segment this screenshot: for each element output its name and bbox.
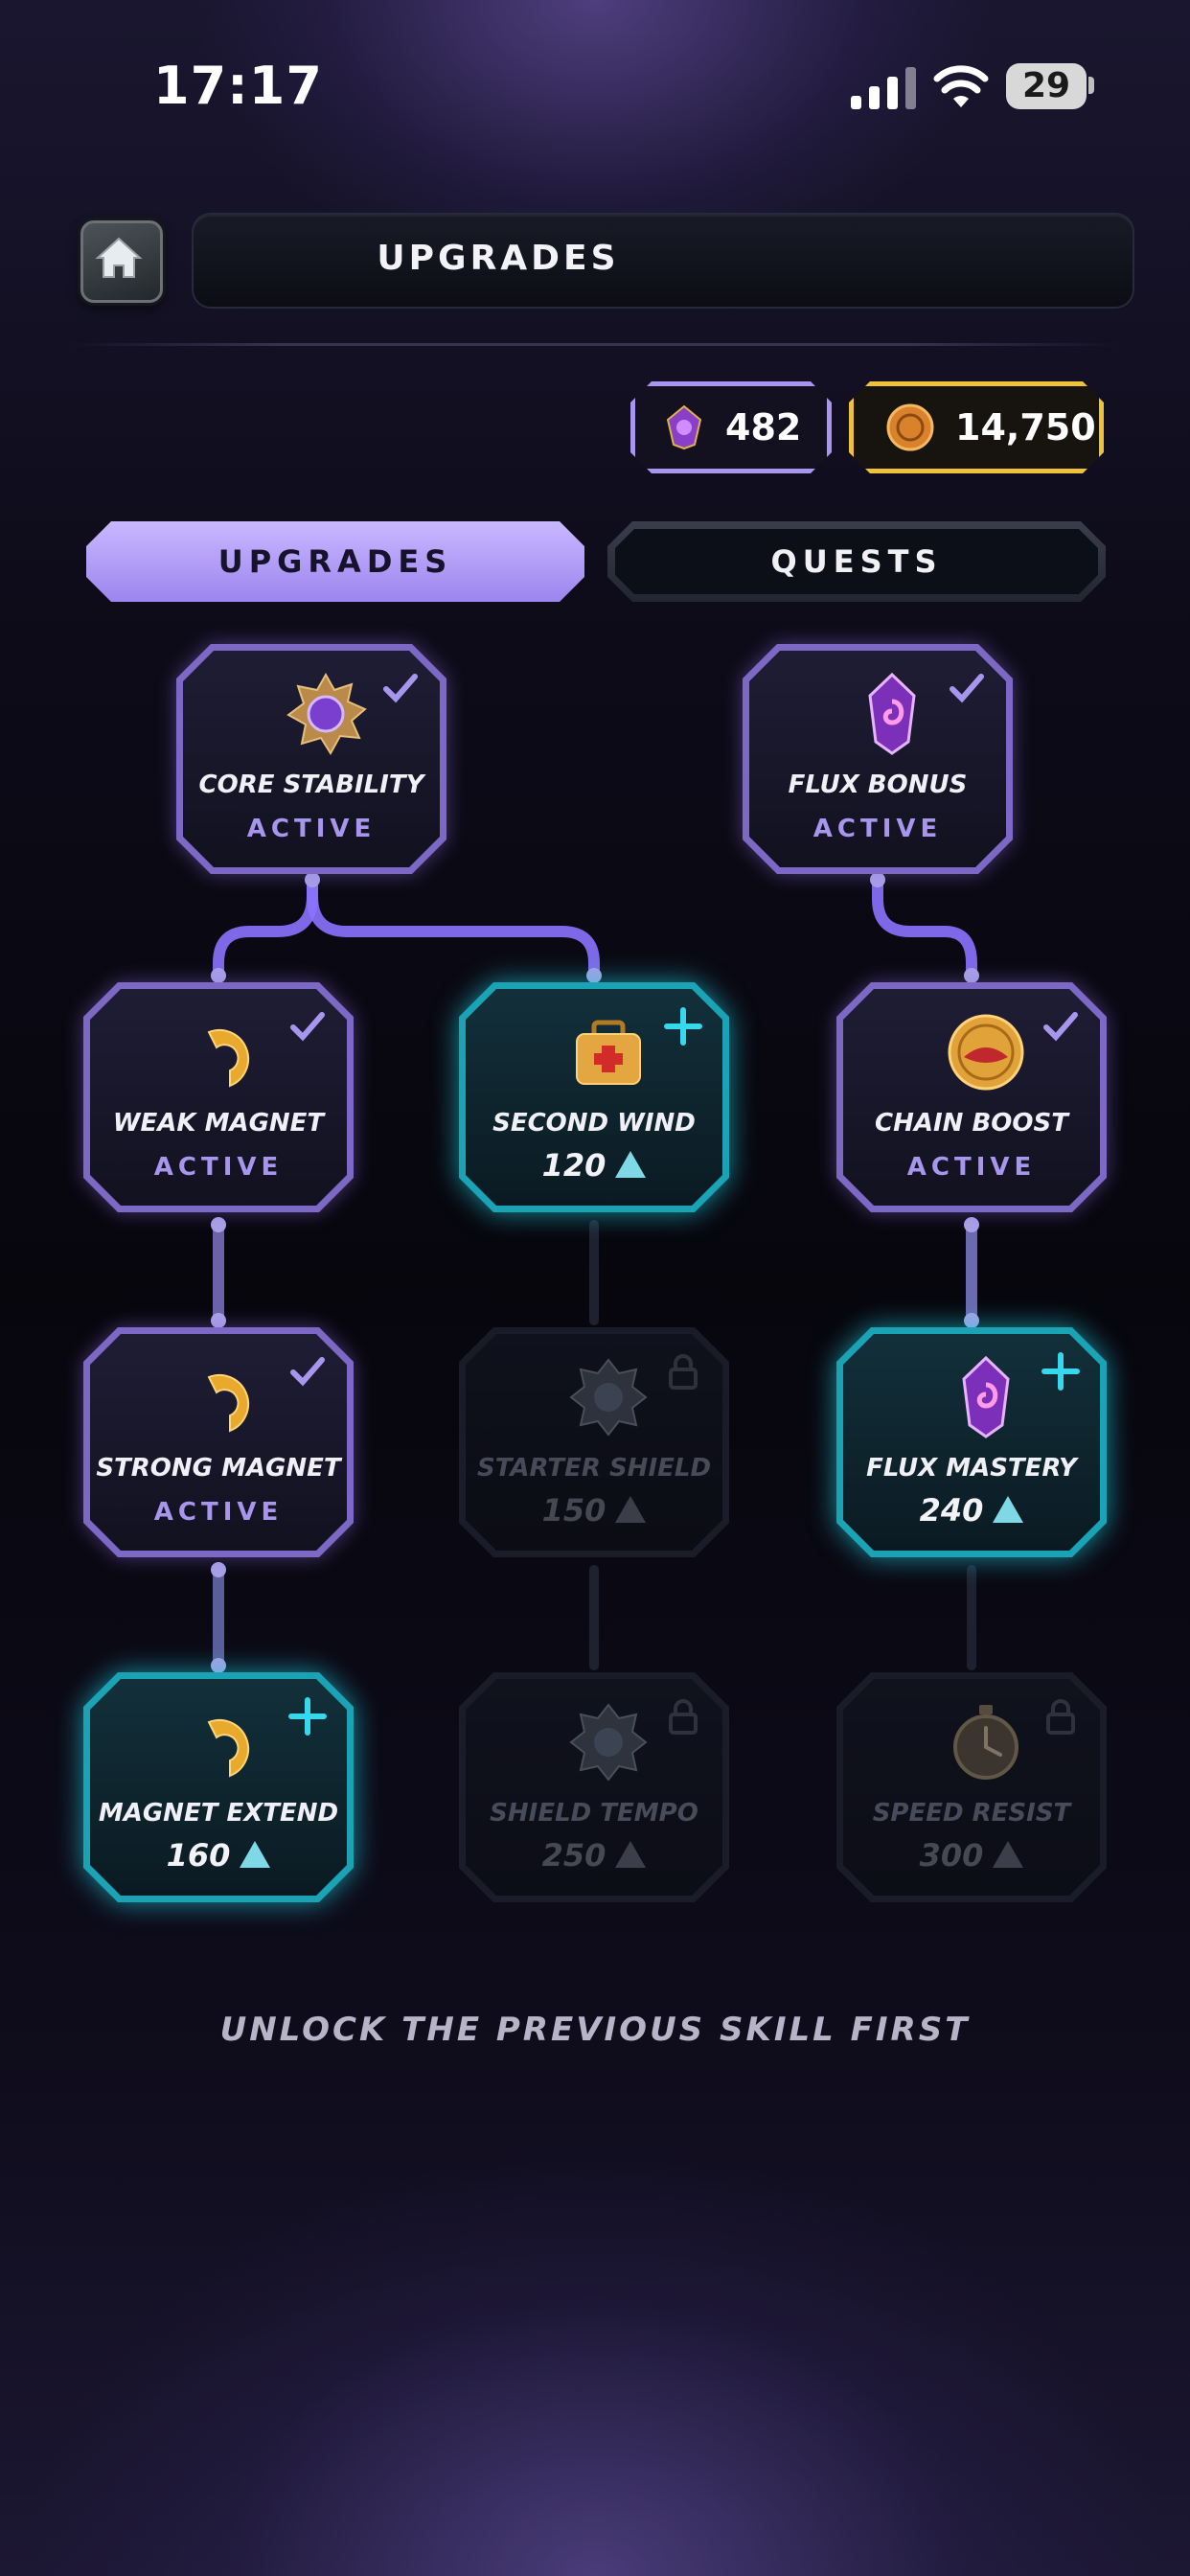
check-icon <box>950 674 984 703</box>
skill-name: CORE STABILITY <box>198 770 424 799</box>
skill-node-magnet-extend[interactable]: MAGNET EXTEND 160 <box>83 1672 354 1902</box>
battery-indicator: 29 <box>1006 63 1087 109</box>
gems-counter[interactable]: 482 <box>630 381 832 473</box>
skill-name: FLUX BONUS <box>788 770 968 799</box>
plus-icon <box>288 1697 327 1736</box>
crystal-currency-icon <box>240 1841 271 1868</box>
wifi-icon <box>933 65 989 107</box>
skill-cost: 160 <box>83 1837 354 1874</box>
check-icon <box>290 1012 325 1042</box>
home-button[interactable] <box>80 220 163 303</box>
flux-crystal-icon <box>868 672 916 755</box>
plus-icon <box>664 1007 702 1046</box>
skill-node-speed-resist[interactable]: SPEED RESIST 300 <box>836 1672 1107 1902</box>
tab-upgrades[interactable]: UPGRADES <box>86 521 584 602</box>
check-icon <box>290 1357 325 1387</box>
check-icon <box>383 674 418 703</box>
home-icon <box>95 237 143 278</box>
skill-cost: 240 <box>836 1492 1107 1529</box>
skill-cost: 300 <box>836 1837 1107 1874</box>
crystal-currency-icon <box>993 1841 1024 1868</box>
crystal-currency-icon <box>993 1496 1024 1523</box>
coin-icon <box>886 403 934 451</box>
skill-status: ACTIVE <box>812 815 943 843</box>
skill-status: ACTIVE <box>153 1498 284 1527</box>
skill-cost-value: 240 <box>919 1492 984 1529</box>
skill-cost-value: 160 <box>166 1837 231 1874</box>
battery-cap <box>1088 77 1094 94</box>
skill-name: SHIELD TEMPO <box>490 1799 698 1828</box>
skill-name: SPEED RESIST <box>872 1799 1071 1828</box>
skill-node-weak-magnet[interactable]: WEAK MAGNET ACTIVE <box>83 982 354 1212</box>
skill-node-flux-mastery[interactable]: FLUX MASTERY 240 <box>836 1327 1107 1557</box>
tab-quests-label: QUESTS <box>770 543 943 580</box>
lock-icon <box>669 1354 698 1390</box>
skill-name: MAGNET EXTEND <box>98 1799 339 1828</box>
skill-node-core-stability[interactable]: CORE STABILITY ACTIVE <box>176 644 446 874</box>
skill-name: FLUX MASTERY <box>866 1454 1077 1483</box>
chain-boost-medal-icon <box>948 1014 1024 1091</box>
skill-status: ACTIVE <box>153 1153 284 1182</box>
skill-node-starter-shield[interactable]: STARTER SHIELD 150 <box>459 1327 729 1557</box>
shield-emblem-icon <box>569 1358 648 1437</box>
crystal-currency-icon <box>615 1841 647 1868</box>
cellular-signal-icon <box>851 67 916 109</box>
skill-name: STRONG MAGNET <box>96 1454 341 1483</box>
lock-icon <box>1046 1699 1075 1735</box>
skill-cost-value: 300 <box>919 1837 984 1874</box>
status-time: 17:17 <box>153 56 323 116</box>
magnet-icon <box>207 1029 250 1088</box>
coins-amount: 14,750 <box>955 406 1096 448</box>
medkit-icon <box>576 1020 641 1085</box>
check-icon <box>1043 1012 1078 1042</box>
stopwatch-icon <box>953 1705 1018 1780</box>
skill-status: ACTIVE <box>246 815 377 843</box>
skill-name: CHAIN BOOST <box>875 1109 1068 1138</box>
skill-cost-value: 120 <box>541 1147 606 1184</box>
skill-node-second-wind[interactable]: SECOND WIND 120 <box>459 982 729 1212</box>
unlock-hint: UNLOCK THE PREVIOUS SKILL FIRST <box>219 2011 971 2049</box>
skill-node-flux-bonus[interactable]: FLUX BONUS ACTIVE <box>743 644 1013 874</box>
skill-node-shield-tempo[interactable]: SHIELD TEMPO 250 <box>459 1672 729 1902</box>
header-divider <box>67 343 1121 346</box>
skill-status: ACTIVE <box>906 1153 1037 1182</box>
skill-cost-value: 150 <box>541 1492 606 1529</box>
skill-name: SECOND WIND <box>492 1109 696 1138</box>
page-title: UPGRADES <box>377 239 620 278</box>
skill-node-strong-magnet[interactable]: STRONG MAGNET ACTIVE <box>83 1327 354 1557</box>
magnet-icon <box>207 1374 250 1433</box>
gems-amount: 482 <box>725 406 802 448</box>
plus-icon <box>1041 1352 1080 1391</box>
core-stability-icon <box>286 672 367 755</box>
skill-cost: 250 <box>459 1837 729 1874</box>
shield-emblem-icon <box>569 1703 648 1782</box>
tab-quests[interactable]: QUESTS <box>607 521 1106 602</box>
flux-crystal-icon <box>962 1355 1010 1438</box>
lock-icon <box>669 1699 698 1735</box>
title-bar <box>192 213 1134 309</box>
coins-counter[interactable]: 14,750 <box>849 381 1104 473</box>
skill-name: WEAK MAGNET <box>112 1109 325 1138</box>
skill-cost: 150 <box>459 1492 729 1529</box>
crystal-currency-icon <box>615 1496 647 1523</box>
skill-node-chain-boost[interactable]: CHAIN BOOST ACTIVE <box>836 982 1107 1212</box>
skill-name: STARTER SHIELD <box>476 1454 712 1483</box>
skill-cost-value: 250 <box>541 1837 606 1874</box>
crystal-currency-icon <box>615 1151 647 1178</box>
skill-cost: 120 <box>459 1147 729 1184</box>
gem-icon <box>664 404 704 450</box>
magnet-icon <box>207 1719 250 1778</box>
